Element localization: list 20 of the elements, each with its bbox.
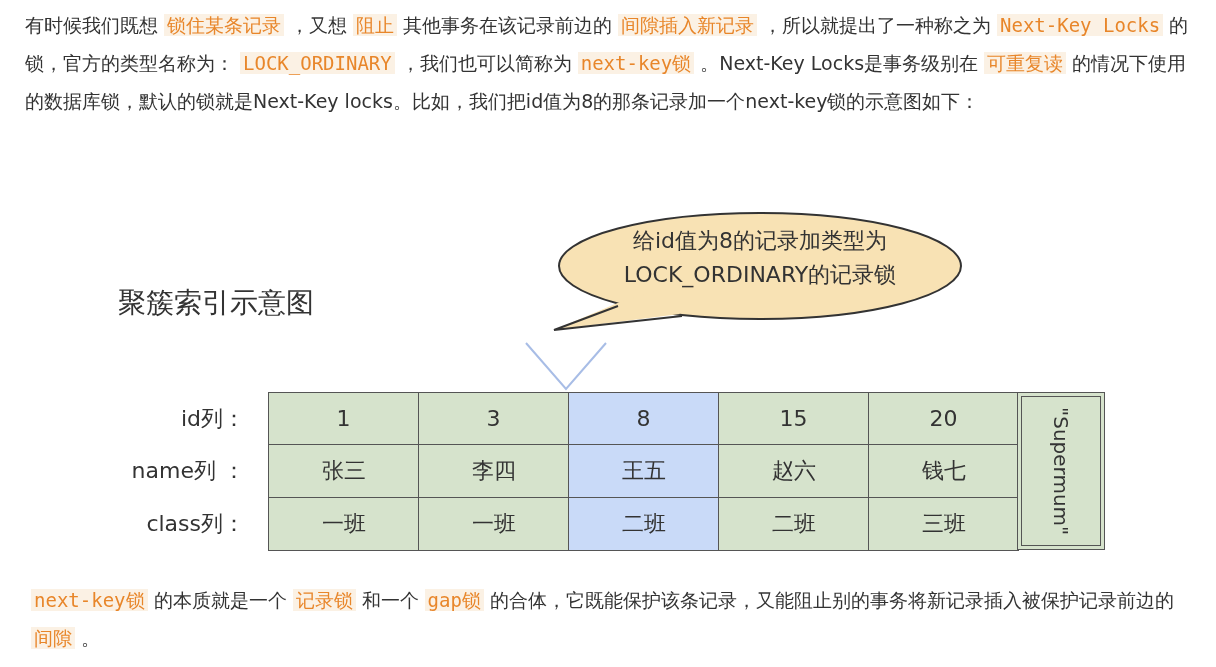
table-cell: 二班 <box>718 497 869 551</box>
table-cell: 钱七 <box>868 444 1019 498</box>
table-cell: 3 <box>418 392 569 445</box>
table-cell: 二班 <box>568 497 719 551</box>
table-cell: 一班 <box>268 497 419 551</box>
figure-label: 聚簇索引示意图 <box>118 285 314 321</box>
table-cell: 赵六 <box>718 444 869 498</box>
row-label: id列： <box>179 405 245 433</box>
table-cell: 15 <box>718 392 869 445</box>
table-cell: 三班 <box>868 497 1019 551</box>
table-cell: 王五 <box>568 444 719 498</box>
table-cell: "Supermum" <box>1017 392 1105 550</box>
table-cell: 8 <box>568 392 719 445</box>
row-label: class列： <box>145 510 245 538</box>
table-cell: 张三 <box>268 444 419 498</box>
table-cell: 1 <box>268 392 419 445</box>
table-cell: 李四 <box>418 444 569 498</box>
table-cell: 一班 <box>418 497 569 551</box>
row-label: name列 ： <box>130 457 245 485</box>
table-cell: 20 <box>868 392 1019 445</box>
